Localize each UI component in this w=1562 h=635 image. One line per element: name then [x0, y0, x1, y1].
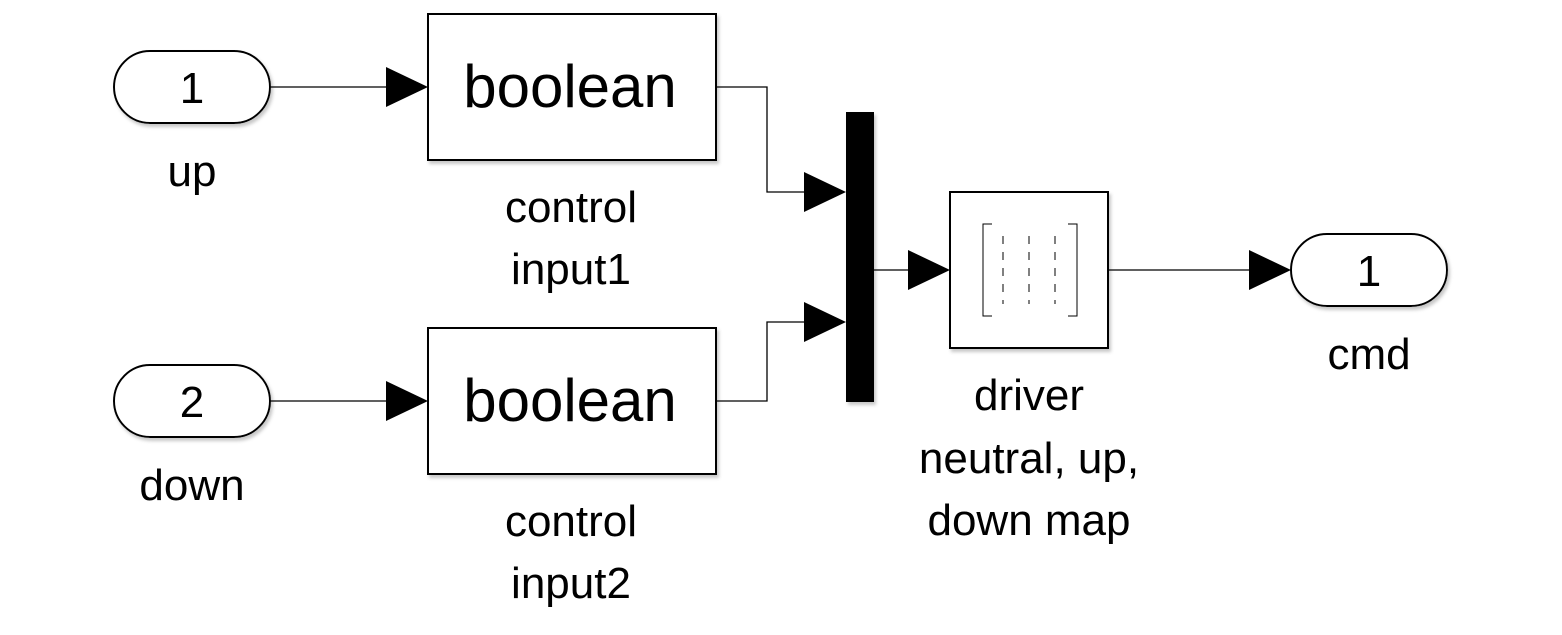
signal-line-mux-to-matrix[interactable]: [874, 250, 950, 290]
signal-line-convert1-to-mux[interactable]: [716, 86, 846, 212]
convert-block-input2-label-line2: input2: [511, 559, 631, 608]
arrowhead-icon: [1249, 250, 1291, 290]
matrix-block-driver-map[interactable]: [949, 191, 1109, 349]
inport-up[interactable]: 1: [113, 50, 271, 124]
inport-up-number: 1: [180, 64, 204, 113]
outport-cmd-number: 1: [1357, 247, 1381, 296]
outport-cmd[interactable]: 1: [1290, 233, 1448, 307]
matrix-block-label-line1: driver: [974, 371, 1084, 420]
arrowhead-icon: [804, 172, 846, 212]
inport-down[interactable]: 2: [113, 364, 271, 438]
signal-line-matrix-to-outport[interactable]: [1108, 250, 1291, 290]
convert-block-input2-text: boolean: [463, 367, 677, 434]
mux-bar-icon[interactable]: [846, 112, 874, 402]
convert-block-input2-label-line1: control: [505, 497, 637, 546]
convert-block-input2[interactable]: boolean: [427, 327, 717, 475]
convert-block-input1[interactable]: boolean: [427, 13, 717, 161]
matrix-block-label-line2: neutral, up,: [919, 434, 1139, 483]
inport-down-label: down: [139, 461, 244, 510]
arrowhead-icon: [386, 67, 428, 107]
arrowhead-icon: [804, 302, 846, 342]
convert-block-input1-shape[interactable]: [427, 13, 717, 161]
inport-up-label: up: [168, 147, 217, 196]
convert-block-input1-label-line2: input1: [511, 245, 631, 294]
signal-line-down-to-convert2[interactable]: [270, 381, 428, 421]
outport-cmd-label: cmd: [1327, 330, 1410, 379]
convert-block-input1-label-line1: control: [505, 183, 637, 232]
convert-block-input1-text: boolean: [463, 53, 677, 120]
matrix-gain-icon: [982, 223, 1078, 317]
arrowhead-icon: [908, 250, 950, 290]
matrix-block-label-line3: down map: [927, 496, 1130, 545]
signal-line-convert2-to-mux[interactable]: [716, 302, 846, 402]
arrowhead-icon: [386, 381, 428, 421]
signal-line-up-to-convert1[interactable]: [270, 67, 428, 107]
inport-down-number: 2: [180, 378, 204, 427]
